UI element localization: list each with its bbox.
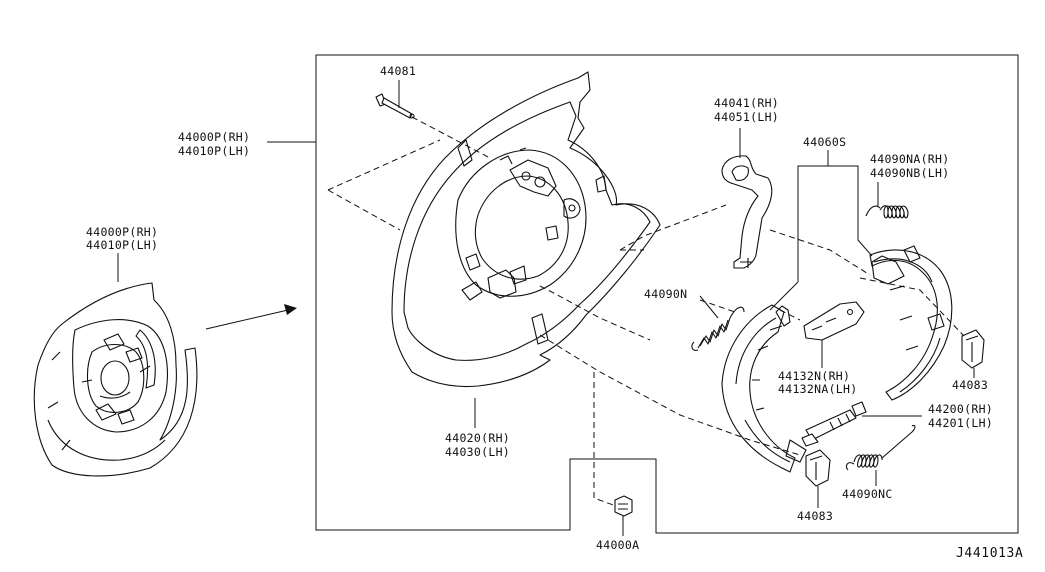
callout-44020: 44020(RH) 44030(LH)	[445, 431, 510, 459]
diagram-reference-code: J441013A	[956, 546, 1023, 561]
callout-44090NA: 44090NA(RH) 44090NB(LH)	[870, 152, 949, 180]
svg-text:44000P(RH): 44000P(RH)	[178, 130, 250, 144]
callout-44000P-small: 44000P(RH) 44010P(LH)	[86, 225, 158, 252]
svg-text:44010P(LH): 44010P(LH)	[86, 238, 158, 252]
callout-44000A: 44000A	[596, 538, 639, 552]
callout-44081: 44081	[380, 64, 416, 78]
callout-44200: 44200(RH) 44201(LH)	[928, 402, 993, 430]
svg-text:44081: 44081	[380, 64, 416, 78]
svg-text:44030(LH): 44030(LH)	[445, 445, 510, 459]
callout-44132N: 44132N(RH) 44132NA(LH)	[778, 369, 857, 396]
adjuster-plate	[803, 301, 865, 341]
svg-text:44083: 44083	[797, 509, 833, 523]
svg-text:44000P(RH): 44000P(RH)	[86, 225, 158, 239]
svg-text:44090NB(LH): 44090NB(LH)	[870, 166, 949, 180]
svg-text:44010P(LH): 44010P(LH)	[178, 144, 250, 158]
spring-44090NC	[845, 424, 916, 471]
spring-44090N	[691, 306, 745, 351]
svg-text:44090N: 44090N	[644, 287, 687, 301]
callout-44083-bottom: 44083	[797, 509, 833, 523]
svg-text:44083: 44083	[952, 378, 988, 392]
svg-text:44051(LH): 44051(LH)	[714, 110, 779, 124]
assembled-brake-view	[33, 282, 198, 477]
backing-plate	[391, 71, 661, 387]
callout-44060S: 44060S	[803, 135, 846, 149]
svg-text:44060S: 44060S	[803, 135, 846, 149]
svg-text:44041(RH): 44041(RH)	[714, 96, 779, 110]
bolt-44000A	[614, 495, 633, 517]
callout-44090N: 44090N	[644, 287, 687, 301]
callout-44000P-main: 44000P(RH) 44010P(LH)	[178, 130, 250, 158]
adjuster-assembly	[801, 401, 867, 447]
bolt-44081	[375, 93, 415, 119]
alignment-lines	[327, 116, 965, 507]
callout-44041: 44041(RH) 44051(LH)	[714, 96, 779, 124]
svg-text:44020(RH): 44020(RH)	[445, 431, 510, 445]
spring-44090NA	[865, 205, 909, 219]
callout-44083-right: 44083	[952, 378, 988, 392]
parking-brake-lever	[721, 155, 773, 269]
svg-text:44132N(RH): 44132N(RH)	[778, 369, 850, 383]
callout-44090NC: 44090NC	[842, 487, 893, 501]
retainer-clip-bottom	[805, 449, 831, 487]
svg-text:44132NA(LH): 44132NA(LH)	[778, 382, 857, 396]
retainer-clip-right	[961, 329, 985, 369]
svg-text:44090NC: 44090NC	[842, 487, 893, 501]
svg-text:44201(LH): 44201(LH)	[928, 416, 993, 430]
brake-shoe-front	[721, 304, 807, 473]
leader-lines	[117, 80, 975, 536]
direction-arrow	[205, 304, 297, 330]
assembly-frame	[315, 54, 1019, 534]
svg-text:44200(RH): 44200(RH)	[928, 402, 993, 416]
brake-shoe-rear	[869, 245, 953, 401]
svg-text:44000A: 44000A	[596, 538, 639, 552]
svg-text:44090NA(RH): 44090NA(RH)	[870, 152, 949, 166]
